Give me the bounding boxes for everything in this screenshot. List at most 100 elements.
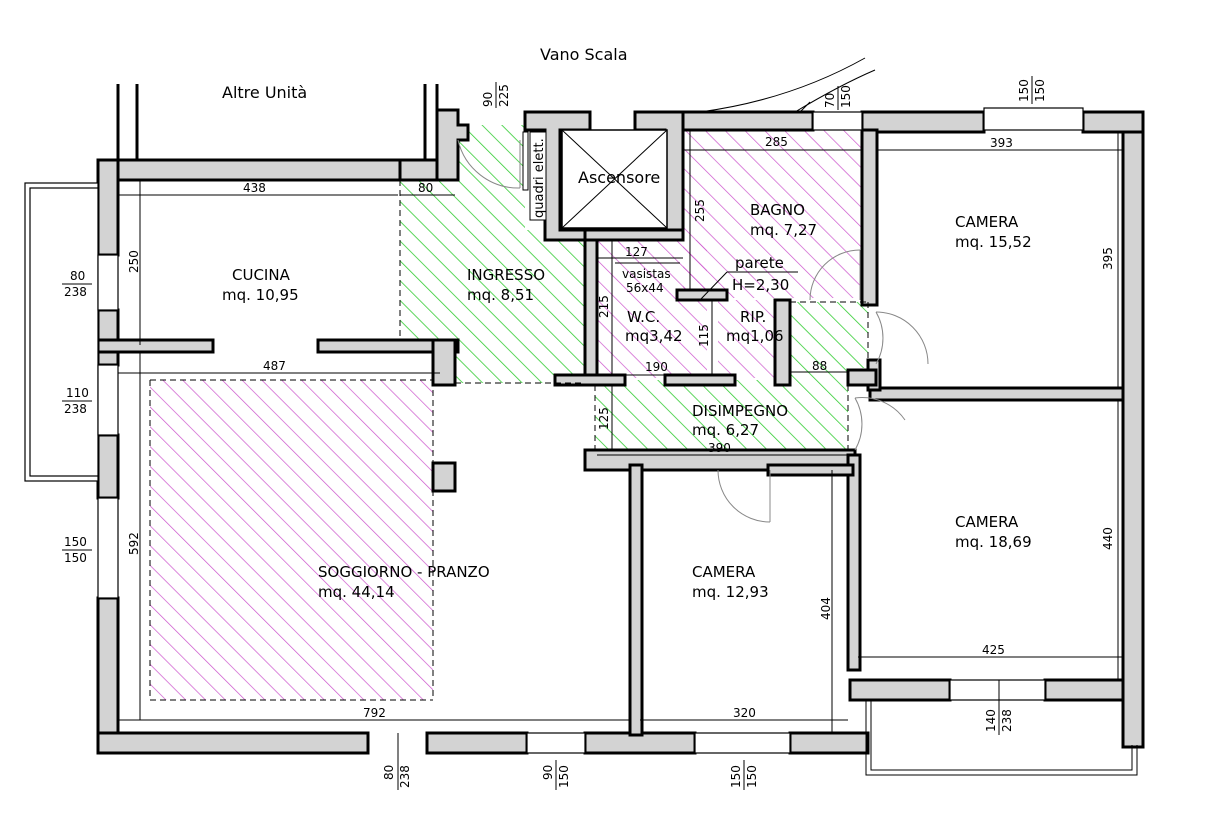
room-camera3-name: CAMERA	[955, 513, 1019, 531]
dashed-boundaries	[149, 180, 869, 701]
dim-sogg-top: 487	[263, 359, 286, 373]
wall-wc-bottom	[553, 373, 627, 387]
door-swings	[457, 139, 929, 523]
wall-wc-top	[583, 228, 685, 242]
svg-text:150: 150	[1017, 79, 1031, 102]
svg-text:150: 150	[64, 535, 87, 549]
balconies	[24, 107, 1138, 776]
wall-bagno-right	[860, 128, 879, 307]
wall-camera2-left	[628, 463, 644, 737]
room-cucina-area: mq. 10,95	[222, 286, 299, 304]
dim-cucina-h: 250	[127, 250, 141, 273]
dim-cucina-w: 438	[243, 181, 266, 195]
room-rip-area: mq1,06	[726, 327, 784, 345]
room-bagno-area: mq. 7,27	[750, 221, 817, 239]
dim-camera2-h: 404	[819, 597, 833, 620]
walls	[96, 84, 1145, 755]
dim-bagno-h: 255	[693, 199, 707, 222]
window-dimension-labels: 90 225 70 150 150 150 80 238 110 238 150…	[62, 76, 1047, 790]
dim-camera1-w: 393	[990, 136, 1013, 150]
dimension-lines	[118, 130, 1123, 733]
wall-right-bottom	[848, 678, 952, 702]
ascensore-label: Ascensore	[578, 168, 660, 187]
window-top-stair	[812, 111, 863, 131]
wall-wc-bottom2	[663, 373, 737, 387]
wall-top-camera	[860, 110, 986, 134]
room-wc-name: W.C.	[627, 308, 660, 326]
vasistas-label: vasistas	[622, 267, 671, 281]
wall-camera2-top-right	[766, 463, 855, 477]
dim-dis-bottom: 390	[708, 441, 731, 455]
wall-top-stair	[681, 110, 815, 132]
wall-bottom-4	[788, 731, 870, 755]
wall-bottom-1	[96, 731, 370, 755]
dim-ingresso-w: 80	[418, 181, 433, 195]
window-left-2	[97, 364, 119, 436]
dim-wc-bottom: 190	[645, 360, 668, 374]
room-rip-name: RIP.	[740, 308, 766, 326]
wall-ingresso-right	[431, 338, 457, 387]
room-camera2-name: CAMERA	[692, 563, 756, 581]
dim-wc-w: 127	[625, 245, 648, 259]
dim-camera3-h: 440	[1101, 527, 1115, 550]
room-camera2-area: mq. 12,93	[692, 583, 769, 601]
wall-right	[1121, 110, 1145, 749]
svg-text:150: 150	[64, 551, 87, 565]
dim-sogg-bottom: 792	[363, 706, 386, 720]
parete-height: H=2,30	[732, 276, 789, 294]
svg-text:238: 238	[64, 285, 87, 299]
hatch-bagno	[683, 130, 868, 298]
wall-left-4	[96, 596, 120, 755]
balcony-left-inner	[29, 187, 99, 477]
altre-unita-label: Altre Unità	[222, 83, 307, 102]
wall-entry-left	[435, 108, 470, 182]
svg-text:150: 150	[839, 85, 853, 108]
vasistas-size: 56x44	[626, 281, 664, 295]
window-left-3	[97, 497, 119, 599]
hatch-ingresso	[400, 125, 585, 383]
quadri-box	[529, 131, 547, 221]
svg-text:70: 70	[823, 93, 837, 108]
wall-cucina-sogg-left	[96, 338, 215, 354]
room-camera3-area: mq. 18,69	[955, 533, 1032, 551]
wall-left-2	[96, 308, 120, 367]
svg-text:150: 150	[745, 765, 759, 788]
wall-camera1-bottom	[868, 386, 1125, 402]
wall-bottom-2	[425, 731, 529, 755]
room-camera1-area: mq. 15,52	[955, 233, 1032, 251]
svg-text:90: 90	[541, 765, 555, 780]
dim-bagno-w: 285	[765, 135, 788, 149]
vano-scala-label: Vano Scala	[540, 45, 628, 64]
dim-sogg-h: 592	[127, 532, 141, 555]
dim-camera2-w: 320	[733, 706, 756, 720]
dim-camera3-w: 425	[982, 643, 1005, 657]
window-top-camera	[983, 107, 1084, 131]
wall-bagno-bottom	[675, 288, 729, 302]
wall-pillar	[431, 461, 457, 493]
room-disimpegno-area: mq. 6,27	[692, 421, 759, 439]
svg-text:140: 140	[984, 709, 998, 732]
window-left-1	[97, 254, 119, 311]
room-wc-area: mq3,42	[625, 327, 683, 345]
wall-rip-right	[773, 298, 792, 387]
dim-rip-h: 115	[697, 324, 711, 347]
quadri-label: quadri elett.	[532, 138, 547, 218]
room-bagno-name: BAGNO	[750, 201, 805, 219]
hatch-soggiorno	[150, 380, 433, 700]
quadri-box-inner	[522, 131, 529, 191]
room-ingresso-name: INGRESSO	[467, 266, 545, 284]
window-bottom-2	[526, 732, 586, 754]
wall-camera3-left	[846, 453, 862, 672]
room-soggiorno-name: SOGGIORNO - PRANZO	[318, 563, 490, 581]
dim-dis-w: 88	[812, 359, 827, 373]
wall-dis-right	[846, 368, 878, 387]
room-camera1-name: CAMERA	[955, 213, 1019, 231]
svg-text:150: 150	[557, 765, 571, 788]
room-cucina-name: CUCINA	[232, 266, 291, 284]
room-ingresso-area: mq. 8,51	[467, 286, 534, 304]
svg-text:150: 150	[729, 765, 743, 788]
wall-cucina-sogg-right	[316, 338, 460, 354]
dim-dis-h: 125	[597, 407, 611, 430]
svg-text:110: 110	[66, 386, 89, 400]
